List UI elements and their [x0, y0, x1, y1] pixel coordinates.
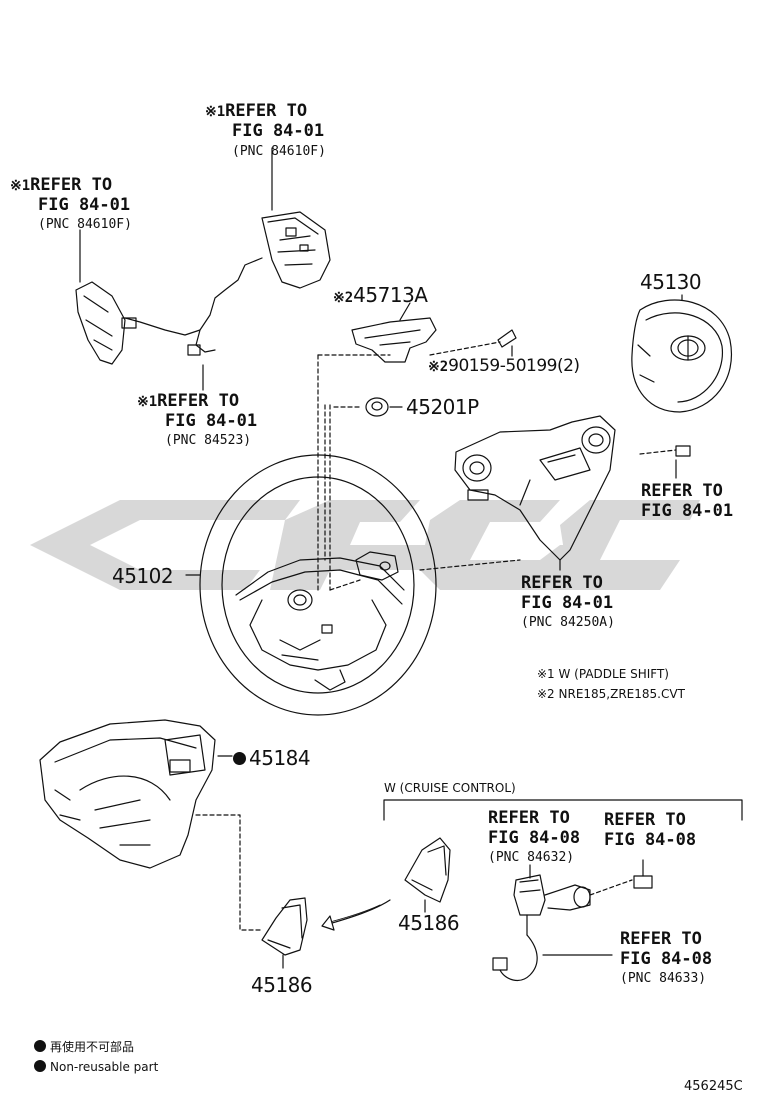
paddle-shift-left-drawing	[75, 229, 137, 365]
label-part-45713A: ※245713A	[333, 283, 428, 307]
label-part-45184: 45184	[233, 748, 311, 769]
label-refer-paddle-left: ※1REFER TO	[10, 175, 113, 195]
label-refer-cruise-3-fig: FIG 84-08	[620, 949, 713, 969]
label-refer-wire: ※1REFER TO	[137, 391, 240, 411]
label-refer-cruise-3: REFER TO	[620, 929, 702, 949]
note-mark-2: ※2	[333, 290, 354, 306]
lower-cover-45184-drawing	[39, 719, 263, 931]
note-paddle-shift: ※1 W (PADDLE SHIFT)	[537, 667, 669, 681]
label-refer-cruise-1: REFER TO	[488, 808, 570, 828]
label-part-45201P: 45201P	[406, 395, 479, 419]
label-part-45186-left: 45186	[251, 973, 313, 997]
note-mark-1: ※1	[137, 394, 158, 410]
note-mark-1: ※1	[205, 104, 226, 120]
cruise-switch-drawing	[492, 859, 653, 982]
airbag-45130-drawing	[631, 294, 732, 413]
label-refer-cruise-3-pnc: (PNC 84633)	[620, 971, 707, 986]
wire-harness-drawing	[187, 329, 216, 391]
label-refer-paddle-left-fig: FIG 84-01	[38, 195, 131, 215]
label-refer-paddle-top: ※1REFER TO	[205, 101, 308, 121]
non-reusable-dot-icon	[233, 751, 246, 765]
steering-switch-assy-drawing	[454, 415, 691, 571]
label-refer-switch-assy-pnc: (PNC 84250A)	[521, 615, 615, 630]
part-45713A-drawing	[351, 302, 437, 363]
cover-45186-left-drawing	[261, 897, 308, 969]
non-reusable-dot-icon	[34, 1060, 46, 1072]
non-reusable-dot-icon	[34, 1040, 46, 1052]
label-refer-cruise-1-pnc: (PNC 84632)	[488, 850, 575, 865]
legend-en: Non-reusable part	[34, 1060, 158, 1073]
label-part-45102: 45102	[112, 564, 174, 588]
label-refer-paddle-top-fig: FIG 84-01	[232, 121, 325, 141]
label-refer-switch-assy-fig: FIG 84-01	[521, 593, 614, 613]
label-refer-cruise-2: REFER TO	[604, 810, 686, 830]
label-cruise-control-group: W (CRUISE CONTROL)	[384, 781, 516, 795]
label-part-90159: ※290159-50199(2)	[428, 356, 580, 376]
label-refer-switch-right-fig: FIG 84-01	[641, 501, 734, 521]
reference-dashed-lines	[317, 354, 521, 591]
cover-45186-right-drawing	[404, 837, 451, 913]
cruise-control-bracket	[383, 799, 743, 821]
label-refer-cruise-1-fig: FIG 84-08	[488, 828, 581, 848]
label-part-45130: 45130	[640, 270, 702, 294]
label-refer-switch-assy: REFER TO	[521, 573, 603, 593]
bolt-90159-drawing	[429, 329, 517, 357]
label-part-45186-right: 45186	[398, 911, 460, 935]
label-refer-wire-fig: FIG 84-01	[165, 411, 258, 431]
note-mark-1: ※1	[10, 178, 31, 194]
label-refer-wire-pnc: (PNC 84523)	[165, 433, 252, 448]
nut-45201P-drawing	[333, 397, 403, 417]
label-refer-paddle-top-pnc: (PNC 84610F)	[232, 144, 326, 159]
note-mark-2: ※2	[428, 359, 449, 375]
label-refer-paddle-left-pnc: (PNC 84610F)	[38, 217, 132, 232]
paddle-shift-right-drawing	[124, 147, 331, 336]
figure-id: 456245C	[684, 1079, 743, 1094]
note-cvt: ※2 NRE185,ZRE185.CVT	[537, 687, 685, 701]
install-arrow-drawing	[321, 899, 391, 931]
label-refer-cruise-2-fig: FIG 84-08	[604, 830, 697, 850]
legend-jp: 再使用不可部品	[34, 1040, 134, 1053]
label-refer-switch-right: REFER TO	[641, 481, 723, 501]
